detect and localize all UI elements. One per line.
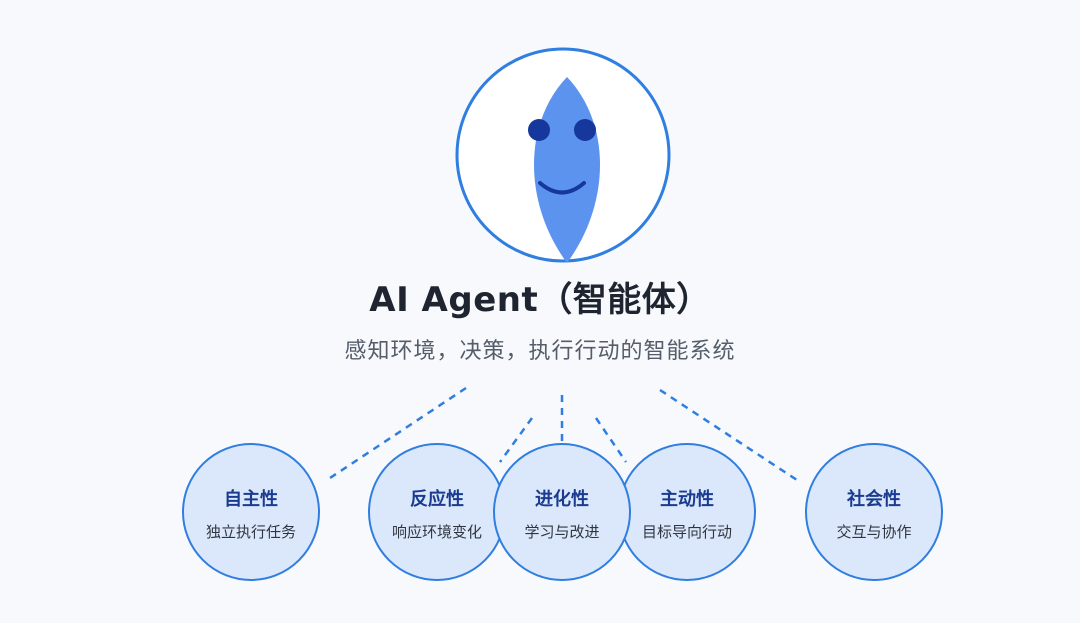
trait-node-reactivity: 反应性 响应环境变化 bbox=[368, 443, 506, 581]
trait-node-evolution: 进化性 学习与改进 bbox=[493, 443, 631, 581]
page-subtitle: 感知环境，决策，执行行动的智能系统 bbox=[0, 333, 1080, 365]
trait-title: 进化性 bbox=[495, 485, 629, 511]
agent-avatar bbox=[443, 35, 683, 275]
left-eye-icon bbox=[528, 119, 550, 141]
page-title: AI Agent（智能体） bbox=[0, 272, 1080, 321]
trait-desc: 交互与协作 bbox=[807, 521, 941, 542]
trait-node-proactivity: 主动性 目标导向行动 bbox=[618, 443, 756, 581]
trait-title: 自主性 bbox=[184, 485, 318, 511]
trait-desc: 目标导向行动 bbox=[620, 521, 754, 542]
trait-desc: 响应环境变化 bbox=[370, 521, 504, 542]
trait-desc: 学习与改进 bbox=[495, 521, 629, 542]
trait-title: 主动性 bbox=[620, 485, 754, 511]
right-eye-icon bbox=[574, 119, 596, 141]
trait-node-sociality: 社会性 交互与协作 bbox=[805, 443, 943, 581]
trait-desc: 独立执行任务 bbox=[184, 521, 318, 542]
trait-title: 反应性 bbox=[370, 485, 504, 511]
trait-title: 社会性 bbox=[807, 485, 941, 511]
trait-node-autonomy: 自主性 独立执行任务 bbox=[182, 443, 320, 581]
